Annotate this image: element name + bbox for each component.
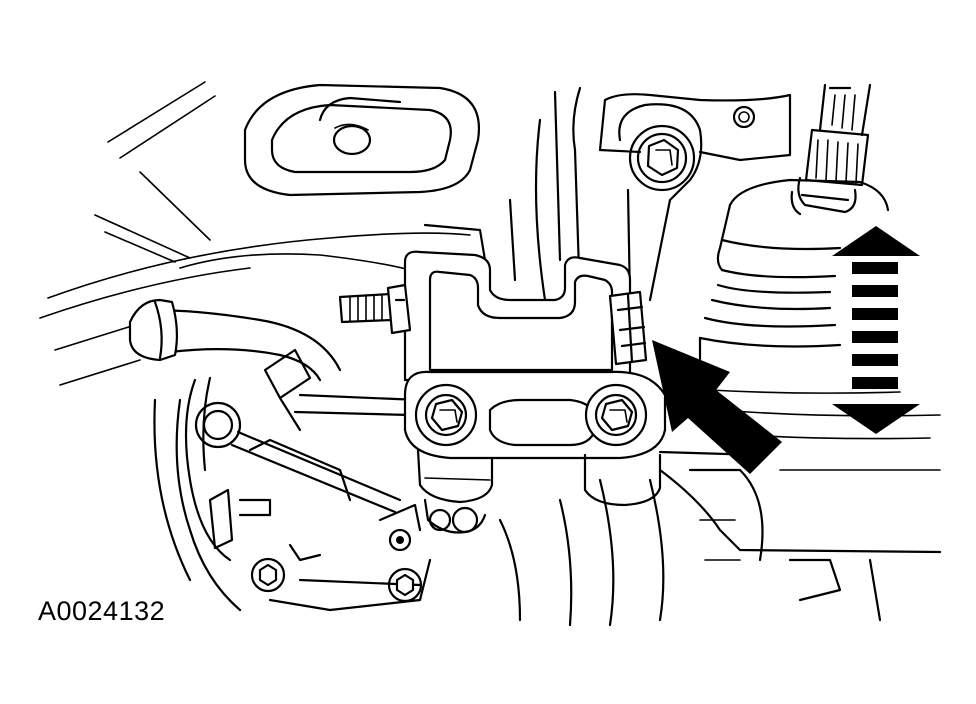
background-frame-lines: [39, 81, 471, 386]
mount-bolt-left: [414, 383, 478, 447]
threaded-stud: [338, 283, 412, 335]
bracket-mounting-bolt: [628, 124, 696, 192]
steering-shaft: [790, 83, 872, 216]
steering-gear-boot: [698, 178, 941, 440]
lower-left-assembly: [153, 348, 432, 612]
mount-nut: [608, 290, 648, 366]
center-casting: [423, 90, 842, 627]
figure-id-label: A0024132: [38, 596, 166, 626]
mount-bolt-right: [584, 383, 648, 447]
hose: [128, 298, 342, 382]
crossmember: [658, 450, 942, 622]
movement-arrow-double: [832, 226, 920, 434]
callout-arrow: [652, 340, 782, 474]
recessed-pocket: [243, 83, 480, 197]
